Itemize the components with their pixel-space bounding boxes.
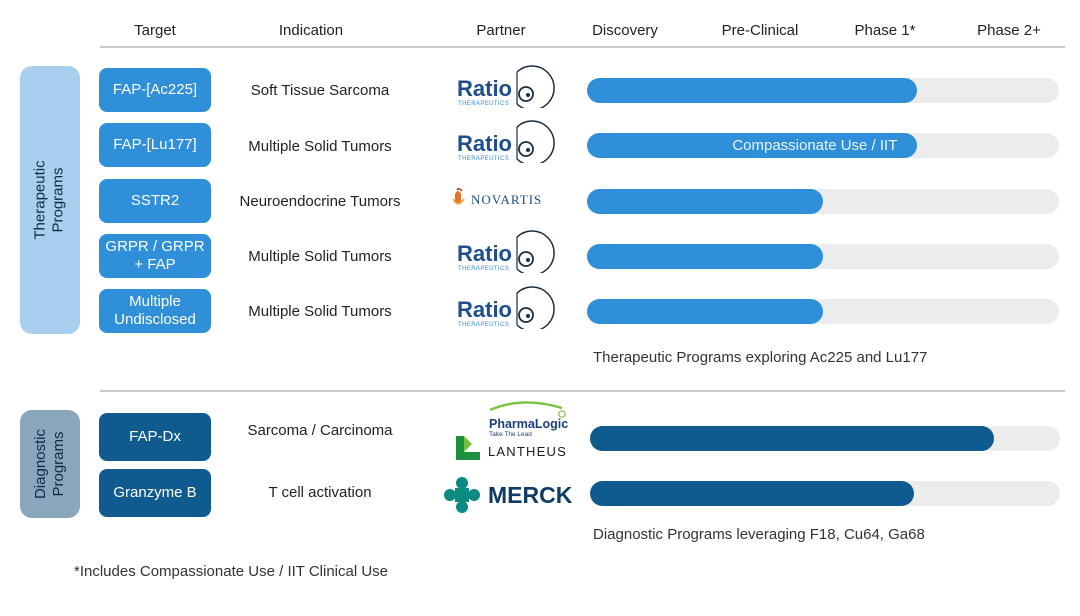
header-target: Target	[134, 22, 176, 39]
footnote: *Includes Compassionate Use / IIT Clinic…	[74, 563, 389, 580]
header-indication: Indication	[278, 22, 344, 39]
ratio-subtitle: THERAPEUTICS	[458, 266, 509, 272]
therapeutic-note: Therapeutic Programs exploring Ac225 and…	[593, 349, 928, 366]
ratio-logo: Ratio THERAPEUTICS	[457, 65, 555, 108]
merck-wordmark: MERCK	[488, 482, 573, 508]
indication-text: Multiple Solid Tumors	[248, 248, 392, 265]
target-box: FAP-[Ac225]	[99, 68, 211, 112]
target-box: Multiple Undisclosed	[99, 289, 211, 333]
ratio-logo: Ratio THERAPEUTICS	[457, 286, 555, 329]
diagnostic-group-label: Diagnostic Programs	[20, 410, 80, 518]
ratio-wordmark: Ratio	[457, 297, 512, 322]
progress-fill	[587, 244, 823, 269]
target-box: GRPR / GRPR + FAP	[99, 234, 211, 278]
diagnostic-group-text: Diagnostic Programs	[32, 428, 68, 500]
target-box: FAP-[Lu177]	[99, 123, 211, 167]
indication-text: Multiple Solid Tumors	[248, 138, 392, 155]
indication-text: Sarcoma / Carcinoma	[247, 422, 393, 439]
lantheus-wordmark: LANTHEUS	[488, 444, 567, 459]
header-divider	[100, 46, 1065, 48]
indication-text: Multiple Solid Tumors	[248, 303, 392, 320]
progress-fill: Compassionate Use / IIT	[587, 133, 918, 158]
ratio-wordmark: Ratio	[457, 241, 512, 266]
therapeutic-group-label: Therapeutic Programs	[20, 66, 80, 334]
therapeutic-group-text: Therapeutic Programs	[32, 160, 67, 240]
indication-text: Neuroendocrine Tumors	[239, 193, 401, 210]
header-preclinical: Pre-Clinical	[721, 22, 799, 39]
diagnostic-note: Diagnostic Programs leveraging F18, Cu64…	[593, 526, 925, 543]
header-phase1: Phase 1*	[854, 22, 916, 39]
target-box: SSTR2	[99, 179, 211, 223]
progress-label: Compassionate Use / IIT	[732, 137, 898, 154]
progress-fill	[587, 189, 823, 214]
pharmalogic-lantheus-logo: PharmaLogic Take The Lead LANTHEUS	[456, 401, 568, 460]
progress-track	[587, 244, 1059, 269]
ratio-logo: Ratio THERAPEUTICS	[457, 230, 555, 273]
merck-logo: MERCK	[444, 477, 573, 513]
progress-track	[587, 78, 1059, 103]
novartis-wordmark: NOVARTIS	[471, 192, 542, 207]
target-box: FAP-Dx	[99, 413, 211, 461]
header-discovery: Discovery	[592, 22, 658, 39]
ratio-subtitle: THERAPEUTICS	[458, 156, 509, 162]
progress-track	[590, 481, 1060, 506]
progress-fill	[590, 481, 915, 506]
pharmalogic-tagline: Take The Lead	[489, 431, 532, 438]
ratio-subtitle: THERAPEUTICS	[458, 101, 509, 107]
ratio-logo: Ratio THERAPEUTICS	[457, 120, 555, 163]
target-box: Granzyme B	[99, 469, 211, 517]
section-divider	[100, 390, 1065, 392]
progress-fill	[587, 299, 823, 324]
pharmalogic-wordmark: PharmaLogic	[489, 417, 568, 431]
progress-track	[587, 189, 1059, 214]
ratio-subtitle: THERAPEUTICS	[458, 322, 509, 328]
progress-track	[590, 426, 1060, 451]
novartis-logo: NOVARTIS	[452, 188, 542, 207]
ratio-wordmark: Ratio	[457, 131, 512, 156]
ratio-wordmark: Ratio	[457, 76, 512, 101]
header-partner: Partner	[476, 22, 526, 39]
indication-text: Soft Tissue Sarcoma	[250, 82, 390, 99]
progress-track	[587, 299, 1059, 324]
progress-fill	[590, 426, 995, 451]
indication-text: T cell activation	[268, 484, 372, 501]
progress-fill	[587, 78, 918, 103]
header-phase2: Phase 2+	[977, 22, 1041, 39]
progress-track: Compassionate Use / IIT	[587, 133, 1059, 158]
